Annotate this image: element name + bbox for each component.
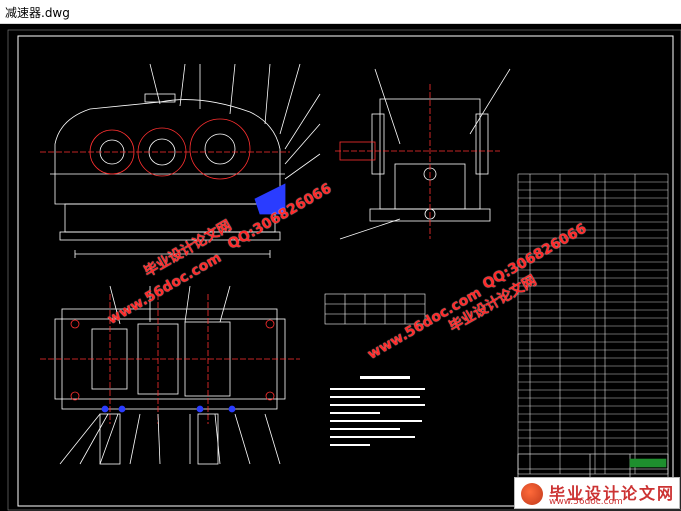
- site-logo: 毕业设计论文网 www.56doc.com: [514, 477, 680, 509]
- side-view: [335, 68, 511, 240]
- spec-table: [324, 293, 426, 325]
- plan-view: [40, 285, 300, 465]
- logo-text: 毕业设计论文网: [549, 484, 676, 503]
- front-view: [40, 63, 321, 258]
- parts-rows: [518, 181, 668, 447]
- tech-notes: [330, 376, 425, 446]
- parts-list: [517, 173, 669, 475]
- cad-canvas[interactable]: 毕业设计论文网 www.56doc.com QQ:306826066 毕业设计论…: [0, 24, 681, 511]
- logo-url: www.56doc.com: [549, 497, 623, 507]
- cad-drawing: [7, 29, 681, 511]
- window-title: 减速器.dwg: [5, 6, 70, 20]
- logo-mark-icon: [521, 483, 543, 505]
- window-titlebar: 减速器.dwg: [0, 0, 681, 24]
